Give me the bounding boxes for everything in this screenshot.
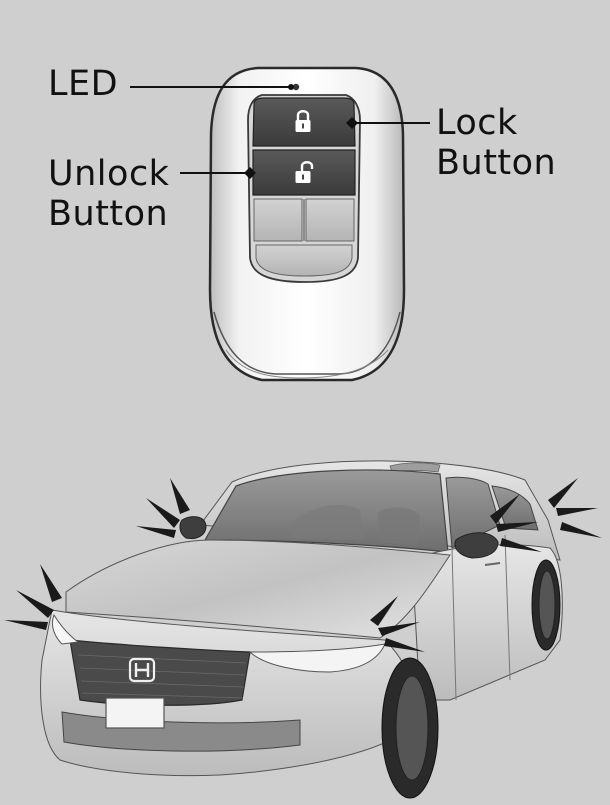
led-label-text: LED — [48, 64, 119, 104]
lock-button-label: Lock Button — [436, 103, 556, 183]
flash-indicators — [4, 478, 602, 652]
car-right-mirror — [454, 532, 499, 559]
car-left-mirror — [179, 516, 207, 539]
fob-lower-right-button[interactable] — [305, 198, 355, 242]
car-hood — [65, 539, 451, 639]
car-rear-rim — [538, 570, 556, 640]
flash-indicator-icon — [548, 478, 602, 538]
lock-leader-diamond — [346, 117, 358, 129]
lock-open-icon — [295, 161, 314, 183]
flash-indicator-icon — [370, 596, 425, 652]
car-right-headlight — [248, 643, 386, 673]
grille-mesh — [77, 654, 247, 699]
led-label: LED — [48, 64, 118, 104]
leader-lines — [130, 84, 430, 179]
lock-closed-icon — [295, 110, 311, 132]
fob-led — [292, 83, 300, 91]
car-rear-side-window — [491, 485, 539, 531]
fob-bottom-edge — [225, 349, 389, 379]
key-fob — [208, 66, 406, 382]
flash-indicator-icon — [4, 564, 62, 630]
fob-lower-left-button[interactable] — [253, 198, 303, 242]
car-steering — [378, 507, 420, 545]
fob-bottom-trim — [213, 311, 401, 375]
flash-indicator-icon — [136, 478, 190, 538]
lock-label-line1: Lock — [436, 103, 518, 143]
car-side-body — [411, 544, 563, 701]
car-door-line — [451, 534, 511, 701]
unlock-label-line2: Button — [48, 194, 169, 234]
car-left-headlight — [51, 613, 80, 645]
car-license-plate — [105, 697, 165, 729]
lock-label-line2: Button — [436, 143, 557, 183]
honda-emblem-icon — [128, 657, 156, 683]
flash-indicator-icon — [490, 494, 542, 552]
unlock-leader-diamond — [244, 167, 256, 179]
car-front-rim — [395, 675, 429, 781]
led-leader-dot — [288, 84, 294, 90]
car — [40, 460, 563, 799]
car-door-handle — [484, 562, 501, 566]
unlock-label-line1: Unlock — [48, 154, 170, 194]
unlock-button-label: Unlock Button — [48, 154, 169, 234]
car-interior — [290, 505, 365, 540]
fob-bottom-button[interactable] — [255, 244, 353, 277]
